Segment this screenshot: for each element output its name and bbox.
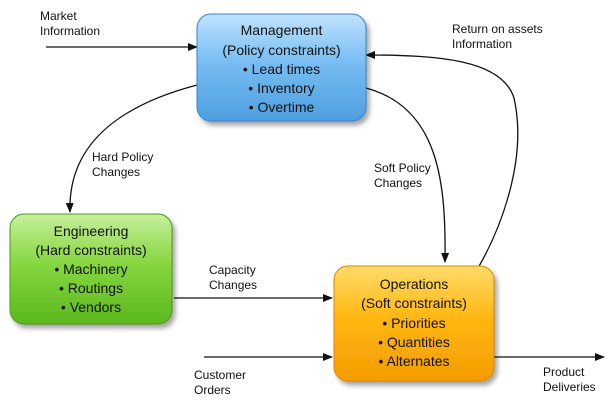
management-subtitle: (Policy constraints) xyxy=(222,42,340,58)
management-item-lead-times: • Lead times xyxy=(243,61,320,77)
operations-item-quantities: • Quantities xyxy=(378,334,450,350)
engineering-item-vendors: • Vendors xyxy=(61,299,121,315)
customer-orders-label-line2: Orders xyxy=(194,383,231,397)
engineering-title: Engineering xyxy=(54,223,129,239)
capacity-changes-label-line1: Capacity xyxy=(209,263,256,277)
management-item-overtime: • Overtime xyxy=(249,99,315,115)
management-node xyxy=(196,13,367,122)
product-deliveries-label-line2: Deliveries xyxy=(543,380,596,394)
market-information-label-line1: Market xyxy=(40,9,77,23)
capacity-changes-label-line2: Changes xyxy=(209,278,257,292)
operations-node xyxy=(333,265,495,382)
hard-policy-arrow xyxy=(65,84,198,213)
return-on-assets-label-line1: Return on assets xyxy=(452,22,543,36)
engineering-item-routings: • Routings xyxy=(59,280,123,296)
engineering-node xyxy=(9,213,173,325)
return-on-assets-arrow xyxy=(365,51,519,269)
engineering-subtitle: (Hard constraints) xyxy=(35,242,146,258)
return-on-assets-label-line2: Information xyxy=(452,37,512,51)
product-deliveries-label-line1: Product xyxy=(543,365,585,379)
operations-title: Operations xyxy=(380,276,448,292)
soft-policy-label-line1: Soft Policy xyxy=(374,161,431,175)
operations-item-priorities: • Priorities xyxy=(382,315,445,331)
customer-orders-label-line1: Customer xyxy=(194,368,246,382)
market-information-label-line2: Information xyxy=(40,24,100,38)
hard-policy-label-line2: Changes xyxy=(92,165,140,179)
hard-policy-label-line1: Hard Policy xyxy=(92,150,153,164)
soft-policy-arrow xyxy=(365,87,450,263)
soft-policy-label-line2: Changes xyxy=(374,176,422,190)
operations-item-alternates: • Alternates xyxy=(378,353,449,369)
engineering-item-machinery: • Machinery xyxy=(54,261,127,277)
management-item-inventory: • Inventory xyxy=(248,80,314,96)
operations-subtitle: (Soft constraints) xyxy=(361,295,467,311)
management-title: Management xyxy=(241,22,323,38)
